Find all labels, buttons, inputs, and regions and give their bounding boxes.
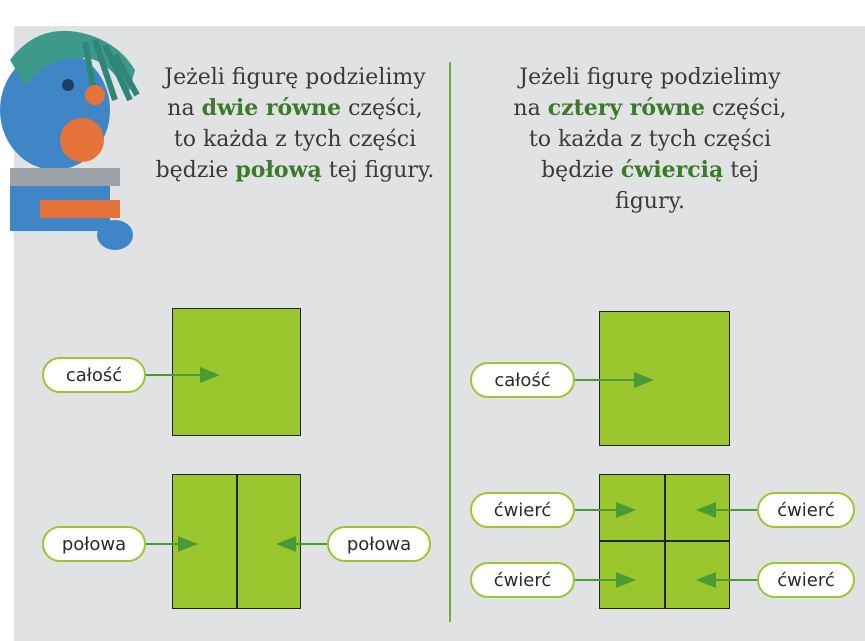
mascot-doll-image (0, 30, 140, 250)
right-whole-square (599, 311, 730, 446)
label-quarter-bl: ćwierć (470, 562, 575, 598)
half-divider-line (236, 474, 238, 609)
label-half-right: połowa (327, 526, 431, 562)
label-whole-left: całość (42, 357, 146, 393)
quarter-vertical-line (664, 474, 666, 609)
label-quarter-tr: ćwierć (757, 492, 855, 528)
quarter-horizontal-line (599, 540, 730, 542)
label-quarter-br: ćwierć (757, 562, 855, 598)
left-whole-square (172, 308, 301, 436)
quarter-definition-text: Jeżeli figurę podzielimy na cztery równe… (513, 65, 787, 214)
label-half-left: połowa (42, 526, 146, 562)
center-divider (449, 62, 451, 622)
half-definition-text: Jeżeli figurę podzielimy na dwie równe c… (155, 65, 435, 183)
label-whole-right: całość (470, 362, 575, 398)
label-quarter-tl: ćwierć (470, 492, 575, 528)
